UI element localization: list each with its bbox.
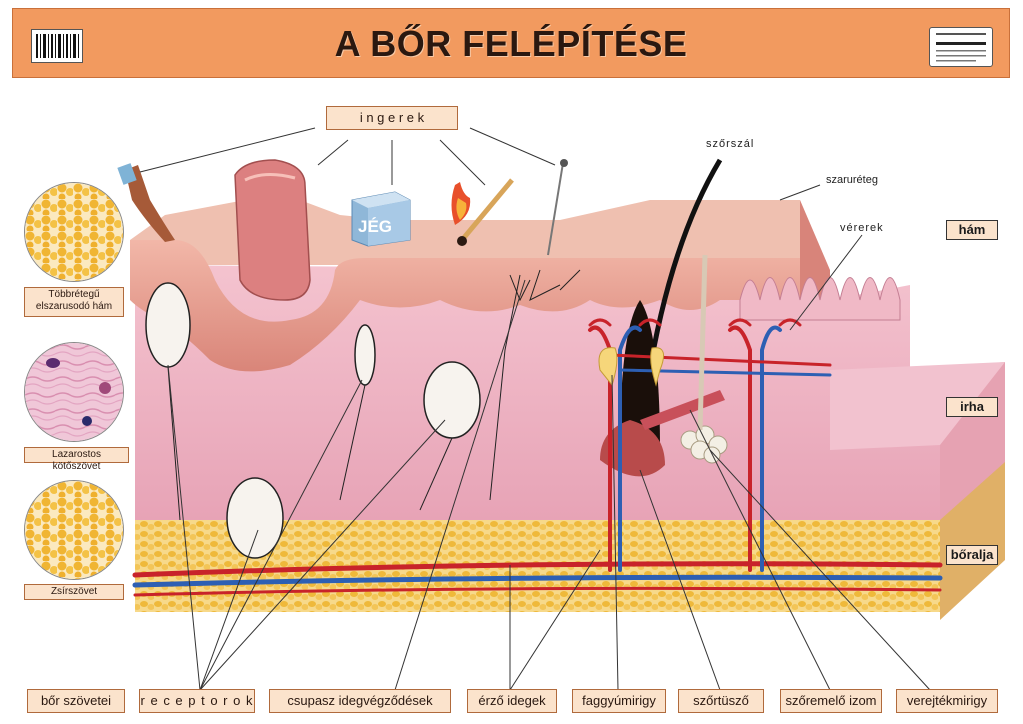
label-sebaceous-gland: faggyúmirigy	[572, 689, 666, 713]
publisher-logo	[929, 27, 993, 67]
annotation-hair: szőrszál	[706, 138, 755, 150]
stimuli-label: i n g e r e k	[326, 106, 458, 130]
tissue-label-fat: Zsírszövet	[24, 584, 124, 600]
label-sensory-nerves: érző idegek	[467, 689, 557, 713]
annotation-stratum-corneum: szaruréteg	[826, 174, 878, 186]
label-receptors: r e c e p t o r o k	[139, 689, 255, 713]
annotation-blood-vessels: vérerek	[840, 222, 884, 234]
tissue-label-epithelium: Többrétegű elszarusodó hám	[24, 287, 124, 317]
layer-epidermis: hám	[946, 220, 998, 240]
ice-label: JÉG	[358, 217, 392, 236]
title-banner: A BŐR FELÉPÍTÉSE	[12, 8, 1010, 78]
layer-dermis: irha	[946, 397, 998, 417]
ice-icon	[351, 191, 411, 247]
tissue-label-connective: Lazarostos kötőszövet	[24, 447, 129, 472]
tissue-connective-thumb	[24, 342, 124, 442]
barcode-icon	[31, 29, 83, 63]
label-hair-follicle: szőrtüsző	[678, 689, 764, 713]
tissue-epithelium-thumb	[24, 182, 124, 282]
page-title: A BŐR FELÉPÍTÉSE	[334, 23, 688, 64]
label-free-nerve-endings: csupasz idegvégződések	[269, 689, 451, 713]
tissue-fat-thumb	[24, 480, 124, 580]
layer-subcutis: bőralja	[946, 545, 998, 565]
label-arrector-muscle: szőremelő izom	[780, 689, 882, 713]
label-skin-tissues: bőr szövetei	[27, 689, 125, 713]
label-sweat-gland: verejtékmirigy	[896, 689, 998, 713]
